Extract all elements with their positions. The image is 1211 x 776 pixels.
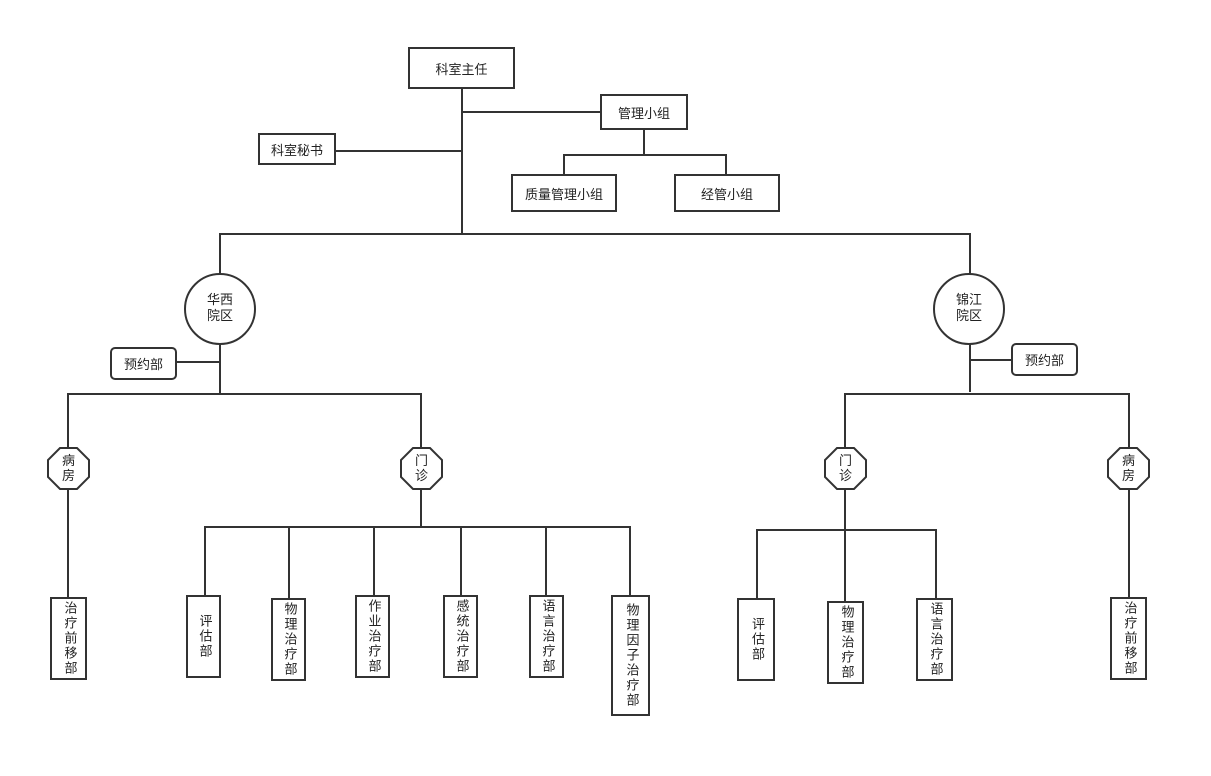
jinjiang-appointment-label: 预约部	[1024, 354, 1064, 369]
unit-label: 评估部	[196, 614, 212, 659]
unit-label: 作业治疗部	[365, 599, 381, 674]
jinjiang-clinic-unit: 语言治疗部	[916, 598, 953, 681]
huaxi-campus-node: 华西 院区	[184, 273, 256, 345]
unit-label: 评估部	[749, 617, 764, 662]
huaxi-ward-unit: 治疗前移部	[50, 597, 87, 680]
operations-group-node: 经管小组	[674, 174, 780, 212]
huaxi-clinic-unit: 评估部	[186, 595, 221, 678]
huaxi-appointment-label: 预约部	[123, 358, 163, 373]
huaxi-clinic-unit: 语言治疗部	[529, 595, 564, 678]
huaxi-ward-node: 病 房	[47, 447, 90, 490]
huaxi-appointment-node: 预约部	[110, 347, 177, 380]
jinjiang-campus-node: 锦江 院区	[933, 273, 1005, 345]
jinjiang-clinic-node: 门 诊	[824, 447, 867, 490]
huaxi-clinic-unit: 感统治疗部	[443, 595, 478, 678]
director-label: 科室主任	[435, 62, 488, 78]
jinjiang-clinic-unit: 物理治疗部	[827, 601, 864, 684]
huaxi-clinic-label: 门 诊	[414, 453, 428, 484]
management-group-label: 管理小组	[617, 106, 670, 122]
jinjiang-clinic-label: 门 诊	[838, 453, 852, 484]
jinjiang-clinic-unit: 评估部	[737, 598, 775, 681]
quality-group-node: 质量管理小组	[511, 174, 617, 212]
secretary-node: 科室秘书	[258, 133, 336, 165]
unit-label: 物理治疗部	[838, 605, 854, 680]
unit-label: 感统治疗部	[453, 599, 469, 674]
management-group-node: 管理小组	[600, 94, 688, 130]
unit-label: 治疗前移部	[61, 601, 77, 676]
jinjiang-ward-node: 病 房	[1107, 447, 1150, 490]
jinjiang-ward-label: 病 房	[1121, 453, 1135, 484]
unit-label: 治疗前移部	[1121, 601, 1137, 676]
operations-group-label: 经管小组	[700, 187, 753, 203]
huaxi-clinic-unit: 物理因子治疗部	[611, 595, 650, 716]
huaxi-clinic-unit: 物理治疗部	[271, 598, 306, 681]
huaxi-clinic-node: 门 诊	[400, 447, 443, 490]
unit-label: 物理治疗部	[281, 602, 297, 677]
huaxi-clinic-unit: 作业治疗部	[355, 595, 390, 678]
secretary-label: 科室秘书	[270, 143, 323, 159]
director-node: 科室主任	[408, 47, 515, 89]
unit-label: 语言治疗部	[539, 599, 555, 674]
unit-label: 物理因子治疗部	[623, 603, 639, 708]
jinjiang-ward-unit: 治疗前移部	[1110, 597, 1147, 680]
jinjiang-appointment-node: 预约部	[1011, 343, 1078, 376]
unit-label: 语言治疗部	[927, 602, 943, 677]
huaxi-ward-label: 病 房	[61, 453, 75, 484]
quality-group-label: 质量管理小组	[524, 187, 603, 203]
